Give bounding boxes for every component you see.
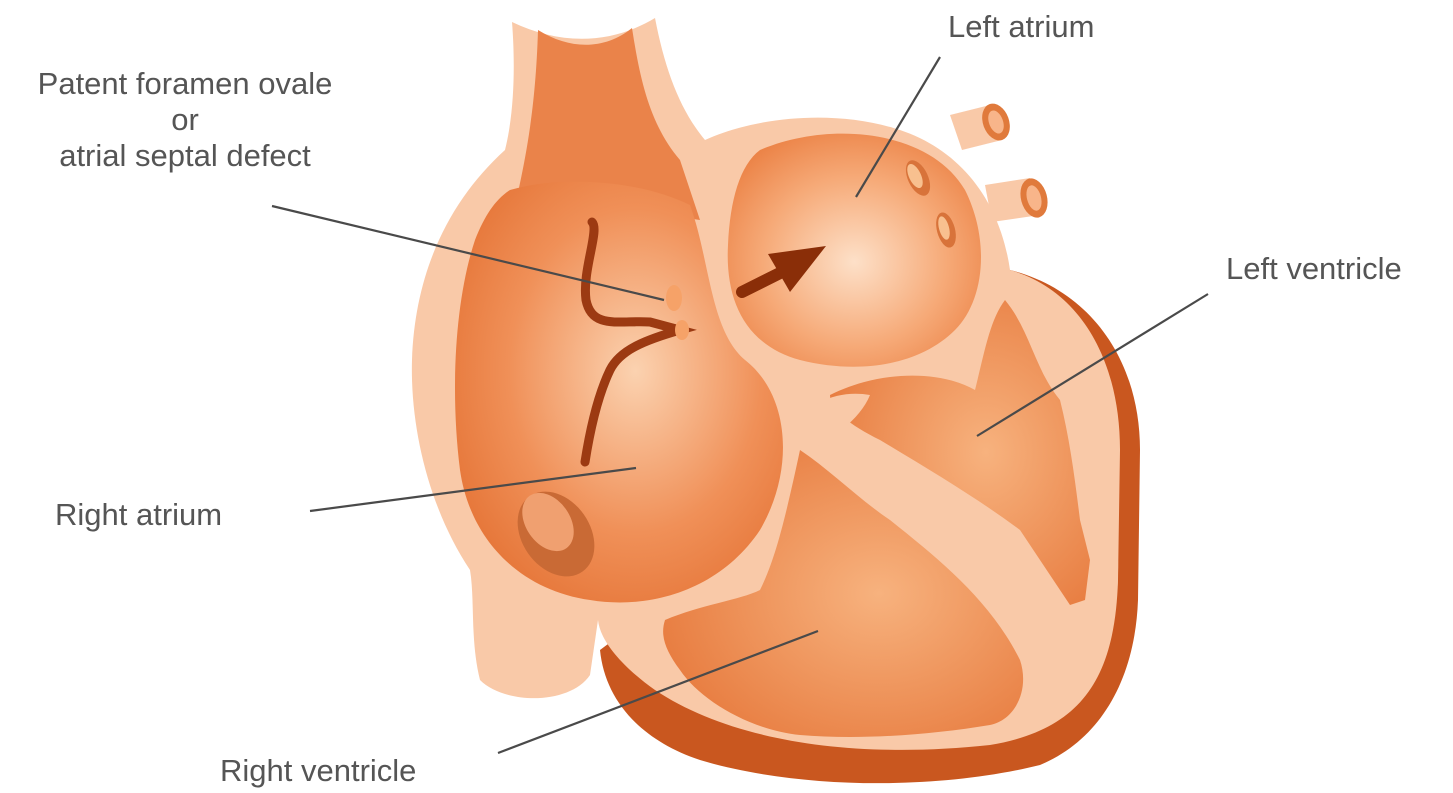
label-pfo-line-2: or — [20, 102, 350, 138]
label-right-ventricle: Right ventricle — [220, 753, 416, 789]
left-atrium-chamber — [728, 134, 981, 367]
label-patent-foramen-ovale: Patent foramen ovale or atrial septal de… — [20, 66, 350, 174]
foramen-ovale-opening-lower — [675, 320, 689, 340]
foramen-ovale-opening — [666, 285, 682, 311]
label-left-ventricle: Left ventricle — [1226, 251, 1402, 287]
label-pfo-line-1: Patent foramen ovale — [20, 66, 350, 102]
label-right-atrium: Right atrium — [55, 497, 222, 533]
label-pfo-line-3: atrial septal defect — [20, 138, 350, 174]
label-left-atrium: Left atrium — [948, 9, 1094, 45]
